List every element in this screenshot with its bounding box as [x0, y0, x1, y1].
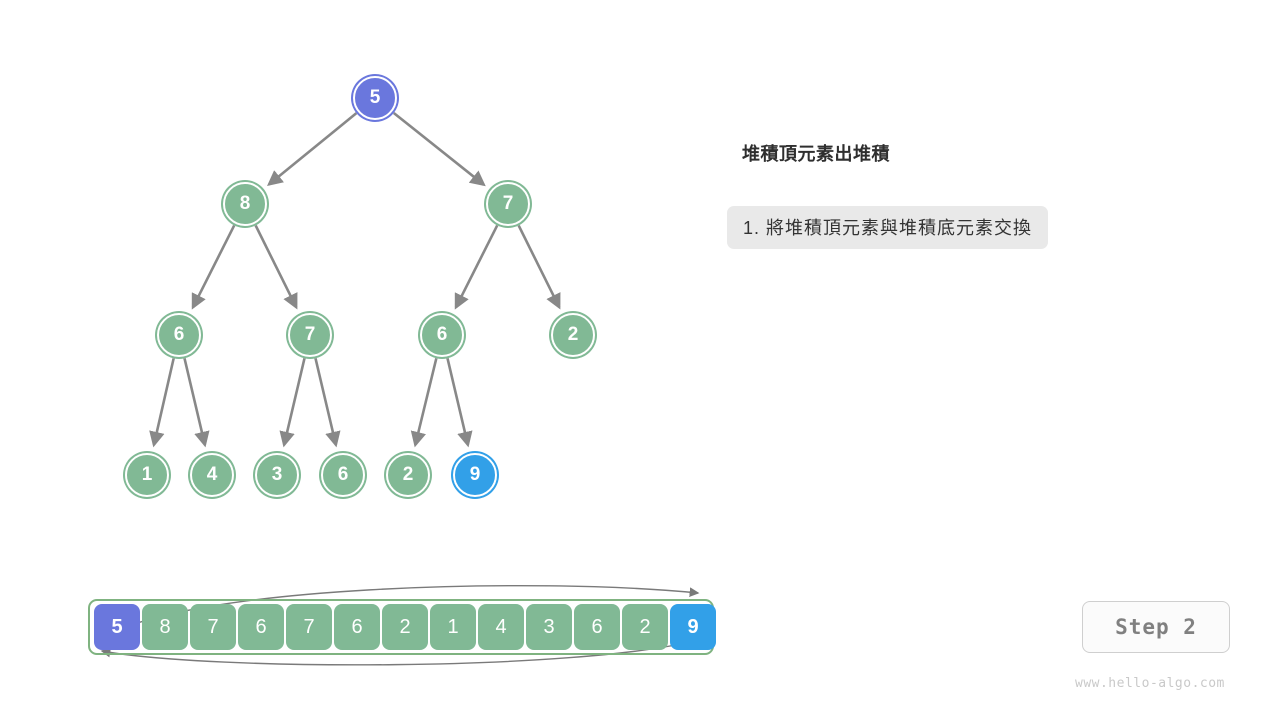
tree-node-6: 2 [551, 313, 595, 357]
tree-node-value: 6 [436, 323, 448, 345]
array-cell-0: 5 [94, 604, 140, 650]
tree-node-value: 2 [567, 323, 579, 345]
array-cell-10: 6 [574, 604, 620, 650]
array-cell-8: 4 [478, 604, 524, 650]
array-cell-9: 3 [526, 604, 572, 650]
array-cell-12: 9 [670, 604, 716, 650]
tree-node-value: 3 [271, 463, 283, 485]
tree-edge-5 [517, 224, 561, 310]
array-cell-7: 1 [430, 604, 476, 650]
step-badge: Step 2 [1082, 601, 1230, 653]
tree-edge-2 [191, 224, 236, 310]
tree-node-4: 7 [288, 313, 332, 357]
array-cell-4: 7 [286, 604, 332, 650]
array-cell-5: 6 [334, 604, 380, 650]
tree-edge-0 [267, 112, 358, 187]
tree-node-value: 9 [469, 463, 481, 485]
page-title: 堆積頂元素出堆積 [742, 144, 890, 164]
tree-node-3: 6 [157, 313, 201, 357]
tree-node-value: 8 [239, 192, 251, 214]
tree-edge-10 [410, 358, 438, 448]
tree-node-7: 1 [125, 453, 169, 497]
tree-edge-7 [183, 358, 210, 448]
tree-node-value: 6 [337, 463, 349, 485]
tree-node-11: 2 [386, 453, 430, 497]
tree-edge-11 [446, 358, 473, 448]
tree-node-value: 4 [206, 463, 218, 485]
tree-node-value: 7 [304, 323, 316, 345]
tree-edge-9 [314, 358, 341, 448]
tree-node-9: 3 [255, 453, 299, 497]
tree-node-value: 2 [402, 463, 414, 485]
tree-edge-3 [254, 224, 298, 310]
tree-edge-1 [392, 111, 486, 187]
tree-edge-4 [454, 224, 499, 310]
watermark: www.hello-algo.com [1075, 676, 1225, 691]
tree-node-value: 6 [173, 323, 185, 345]
array-cell-3: 6 [238, 604, 284, 650]
array-cell-6: 2 [382, 604, 428, 650]
tree-node-value: 1 [141, 463, 153, 485]
tree-node-10: 6 [321, 453, 365, 497]
tree-node-value: 7 [502, 192, 514, 214]
tree-node-value: 5 [369, 86, 381, 108]
tree-node-0: 5 [353, 76, 397, 120]
tree-node-12: 9 [453, 453, 497, 497]
tree-edge-8 [279, 358, 306, 448]
array-cell-1: 8 [142, 604, 188, 650]
tree-edge-6 [149, 358, 175, 448]
step-description: 1. 將堆積頂元素與堆積底元素交換 [727, 206, 1049, 249]
tree-node-8: 4 [190, 453, 234, 497]
array-cell-11: 2 [622, 604, 668, 650]
tree-node-5: 6 [420, 313, 464, 357]
tree-node-2: 7 [486, 182, 530, 226]
array-cell-2: 7 [190, 604, 236, 650]
tree-node-1: 8 [223, 182, 267, 226]
